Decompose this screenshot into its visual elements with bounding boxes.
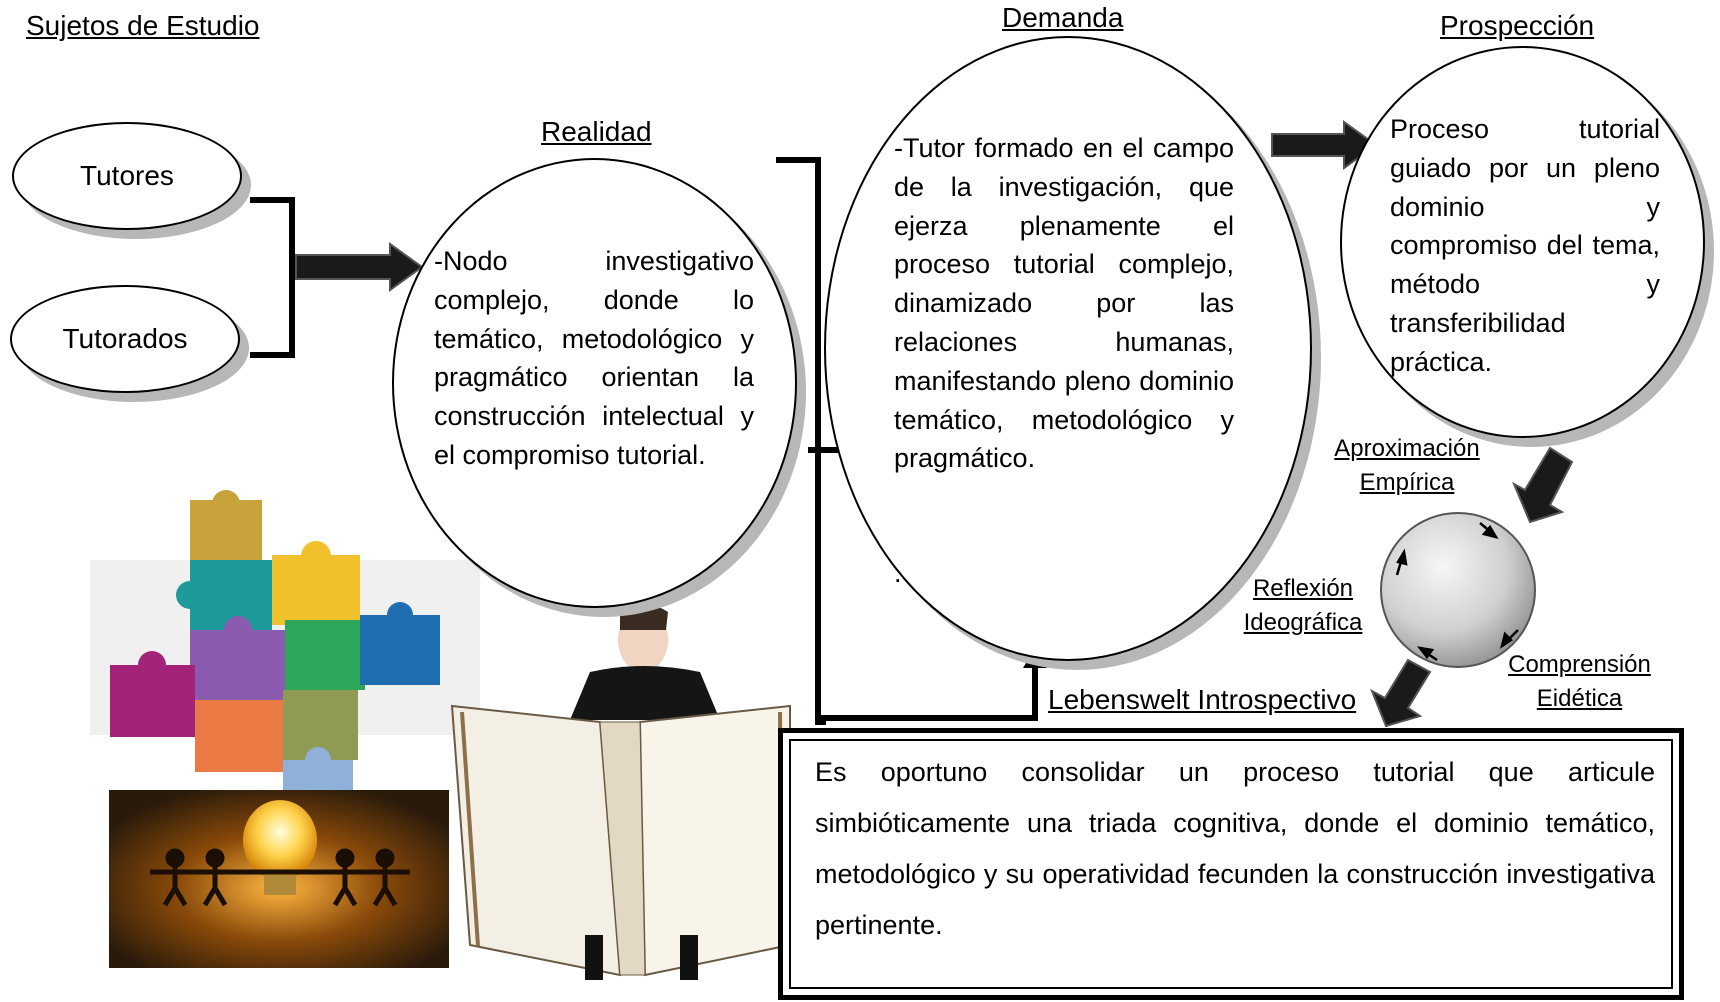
cycle-arrows bbox=[1395, 522, 1519, 662]
conclusion-box: Es oportuno consolidar un proceso tutori… bbox=[778, 728, 1684, 1000]
demand-node bbox=[824, 36, 1312, 661]
cycle-right-line2: Eidética bbox=[1536, 685, 1623, 712]
arrow-cycle-to-lebenswelt bbox=[1370, 658, 1432, 728]
tutored-label: Tutorados bbox=[62, 323, 188, 354]
conclusion-text: Es oportuno consolidar un proceso tutori… bbox=[815, 757, 1655, 940]
demand-dot: . bbox=[894, 558, 902, 588]
arrow-prospection-to-cycle bbox=[1511, 446, 1574, 524]
cycle-label-top: Aproximación Empírica bbox=[1327, 432, 1487, 500]
heading-demand: Demanda bbox=[1002, 2, 1124, 33]
lightbulb-image bbox=[109, 790, 449, 968]
conclusion-inner-border bbox=[789, 739, 1673, 989]
cycle-right-line1: Comprensión bbox=[1508, 651, 1651, 678]
cycle-top-line2: Empírica bbox=[1359, 469, 1455, 496]
arrow-subjects-to-reality bbox=[295, 242, 424, 292]
subjects-bracket bbox=[250, 197, 295, 358]
puzzle-image bbox=[90, 490, 480, 815]
cycle-left-line1: Reflexión bbox=[1252, 575, 1354, 602]
reality-node bbox=[392, 158, 797, 608]
prospection-node bbox=[1340, 46, 1705, 438]
heading-subjects: Sujetos de Estudio bbox=[26, 10, 260, 41]
cycle-top-line1: Aproximación bbox=[1334, 435, 1480, 462]
woman-with-book-image bbox=[450, 604, 791, 980]
tutors-label: Tutores bbox=[80, 160, 174, 191]
cycle-left-line2: Ideográfica bbox=[1243, 609, 1363, 636]
reality-text: -Nodo investigativo complejo, donde lo t… bbox=[434, 246, 754, 470]
demand-text: -Tutor formado en el campo de la investi… bbox=[894, 133, 1234, 474]
lebenswelt-connector bbox=[818, 665, 1038, 721]
cycle-label-left: Reflexión Ideográfica bbox=[1228, 572, 1378, 640]
cycle-label-right: Comprensión Eidética bbox=[1497, 648, 1662, 716]
heading-reality: Realidad bbox=[541, 116, 652, 147]
tutors-node: Tutores bbox=[12, 122, 242, 230]
lebenswelt-label: Lebenswelt Introspectivo bbox=[1048, 684, 1357, 715]
prospection-text: Proceso tutorial guiado por un pleno dom… bbox=[1390, 114, 1660, 377]
cycle-sphere bbox=[1380, 512, 1536, 668]
heading-prospection: Prospección bbox=[1440, 10, 1595, 41]
tutored-node: Tutorados bbox=[10, 285, 240, 393]
